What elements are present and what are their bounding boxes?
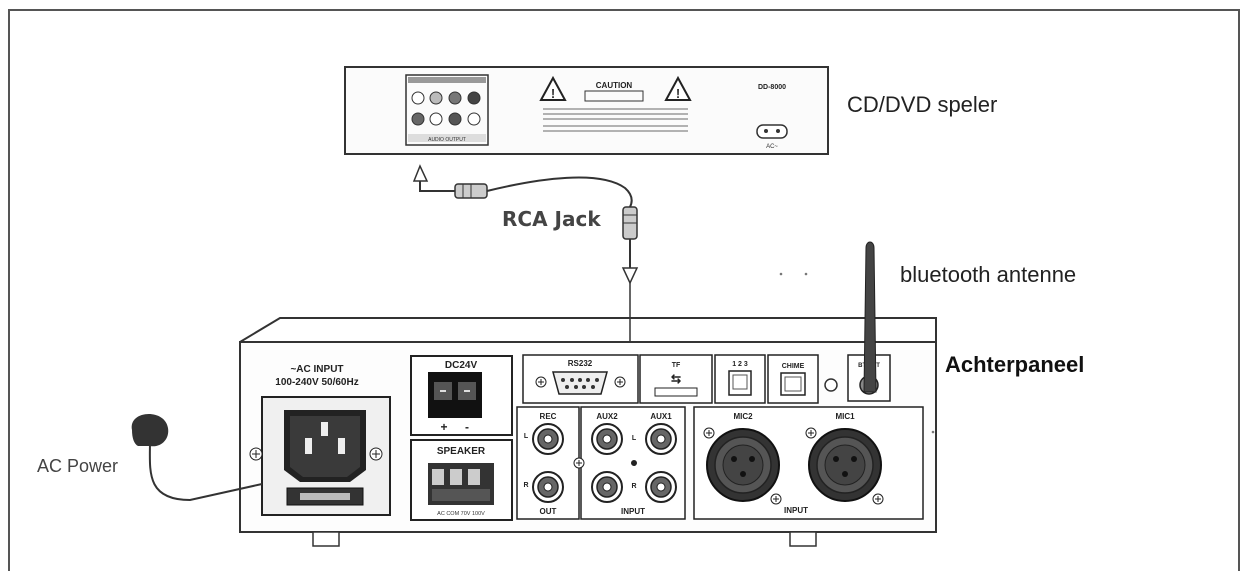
- mic-input-label: INPUT: [784, 506, 808, 515]
- cd-jack: [411, 112, 425, 126]
- back-panel-label: Achterpaneel: [945, 352, 1084, 377]
- iec-pin: [305, 438, 312, 454]
- db9-port: [552, 371, 608, 395]
- cd-output-label: AUDIO OUTPUT: [428, 137, 466, 143]
- rca-jack-rec-l: [532, 423, 564, 455]
- cd-output-block: [405, 74, 489, 146]
- cd-power-label: AC~: [766, 144, 778, 150]
- rca-jack-aux2-r: [591, 471, 623, 503]
- rca-cable: [412, 164, 639, 438]
- caution-box: [584, 90, 644, 102]
- cd-power-pin: [764, 129, 768, 133]
- ac-power-cord: [148, 439, 263, 502]
- amp-foot: [789, 531, 817, 547]
- ac-input-voltage: 100-240V 50/60Hz: [275, 377, 358, 388]
- warning-mark: !: [551, 86, 555, 101]
- fuse: [300, 493, 350, 500]
- speaker-label: SPEAKER: [437, 446, 486, 457]
- mic2-label: MIC2: [733, 412, 753, 421]
- tf-label: TF: [672, 362, 681, 369]
- warning-mark: !: [676, 86, 680, 101]
- cd-jack: [448, 91, 462, 105]
- aux-l-label: L: [632, 435, 637, 442]
- diagram-frame: [8, 9, 1240, 571]
- rec-r-label: R: [523, 482, 528, 489]
- iec-socket-inner: [290, 416, 360, 477]
- out-label: OUT: [540, 507, 557, 516]
- bluetooth-antenna-label: bluetooth antenne: [900, 262, 1076, 287]
- rs232-label: RS232: [568, 359, 593, 368]
- amp-foot: [312, 531, 340, 547]
- amplifier-back-panel: ~AC INPUT 100-240V 50/60Hz AC Power DC24…: [37, 241, 937, 547]
- chime-label: CHIME: [782, 363, 805, 370]
- iec-pin: [338, 438, 345, 454]
- xlr-jack-mic1: [808, 428, 882, 502]
- cd-output-header: [408, 77, 486, 83]
- ac-plug: [131, 413, 169, 447]
- cd-player-back-panel: AUDIO OUTPUT ! ! CAUTION DD-8000 AC~: [344, 66, 829, 155]
- cd-output-footer: [408, 134, 486, 142]
- cd-jack: [448, 112, 462, 126]
- caution-text: CAUTION: [596, 81, 633, 90]
- iec-pin: [321, 422, 328, 436]
- aux1-label: AUX1: [650, 412, 672, 421]
- rec-l-label: L: [524, 433, 529, 440]
- rec-label: REC: [540, 412, 557, 421]
- bt-antenna: [863, 241, 877, 393]
- warning-triangle-icon: [539, 75, 567, 101]
- cd-jack: [467, 112, 481, 126]
- port-123-label: 1 2 3: [732, 361, 748, 368]
- cd-player-label: CD/DVD speler: [847, 92, 997, 117]
- speaker-block: [410, 439, 513, 521]
- speck: [931, 430, 935, 434]
- cd-jack: [429, 112, 443, 126]
- cd-power-pin: [776, 129, 780, 133]
- rca-wire: [419, 181, 455, 192]
- aux2-label: AUX2: [596, 412, 618, 421]
- cd-jack: [411, 91, 425, 105]
- amp-top-edge: [239, 317, 937, 343]
- dc-plus-label: +: [440, 420, 447, 434]
- usb-icon: ⇆: [671, 372, 681, 386]
- aux-divider-dot: [631, 460, 637, 466]
- ac-input-label: ~AC INPUT: [290, 364, 343, 375]
- dc24v-label: DC24V: [445, 360, 478, 371]
- dc-minus-label: -: [465, 420, 469, 434]
- cd-jack: [467, 91, 481, 105]
- rca-connection-arrow: [621, 267, 639, 285]
- rca-jack-aux1-l: [645, 423, 677, 455]
- aux-input-label: INPUT: [621, 507, 645, 516]
- tf-slot: [654, 387, 698, 397]
- indicator-hole: [824, 378, 838, 392]
- rca-jack-aux1-r: [645, 471, 677, 503]
- rca-wire: [486, 176, 633, 208]
- mic1-label: MIC1: [835, 412, 855, 421]
- aux-r-label: R: [631, 483, 636, 490]
- rca-connection-arrow: [412, 164, 429, 182]
- speaker-terminal-labels: AC COM 70V 100V: [437, 511, 485, 517]
- chime-socket: [780, 372, 806, 396]
- speck: [804, 272, 808, 276]
- cd-power-socket: [756, 124, 788, 139]
- speck: [779, 272, 783, 276]
- cd-model-label: DD-8000: [758, 84, 786, 91]
- rca-jack-rec-r: [532, 471, 564, 503]
- rca-jack-aux2-l: [591, 423, 623, 455]
- warning-triangle-icon: [664, 75, 692, 101]
- ac-power-label: AC Power: [37, 456, 118, 476]
- xlr-jack-mic2: [706, 428, 780, 502]
- rca-jack-label: RCA Jack: [502, 207, 601, 231]
- cd-jack: [429, 91, 443, 105]
